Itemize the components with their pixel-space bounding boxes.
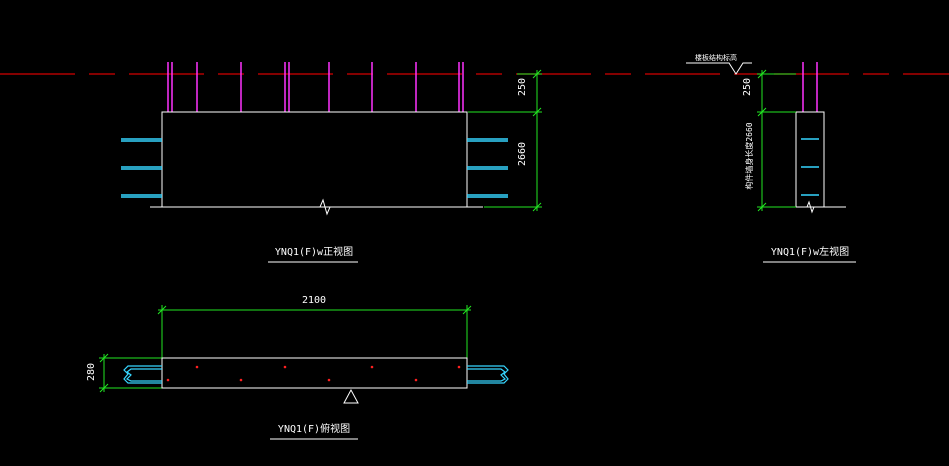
top-view: 2100 280 (86, 295, 509, 440)
front-joints-right (467, 138, 508, 198)
side-joints (801, 138, 819, 196)
side-dimension-vertical (757, 69, 796, 212)
side-view: 楼板结构标高 250 构件墙身长度2660 YNQ1(F)w左视图 (686, 53, 856, 263)
side-dim-height-label: 构件墙身长度2660 (744, 122, 754, 189)
view-direction-triangle (343, 388, 359, 404)
top-dimension-thickness (99, 353, 162, 393)
front-rebars (167, 62, 464, 112)
top-view-title: YNQ1(F)俯视图 (278, 422, 350, 435)
top-joint-right (467, 365, 509, 384)
side-rebars (802, 62, 818, 112)
side-view-title: YNQ1(F)w左视图 (771, 245, 849, 258)
side-base-break-line (784, 200, 846, 214)
front-wall-panel (161, 111, 468, 208)
front-joints-left (121, 138, 162, 198)
side-wall-section (795, 111, 825, 208)
front-dim-height-label: 2660 (517, 142, 528, 166)
top-dimension-horizontal (157, 305, 472, 358)
top-wall-plan (161, 357, 468, 389)
top-joint-left (123, 365, 162, 384)
side-grade-label: 楼板结构标高 (695, 53, 737, 62)
top-dim-thickness-label: 280 (86, 363, 97, 381)
side-grade-symbol (686, 62, 752, 75)
front-dim-top-label: 250 (517, 78, 528, 96)
top-dim-width-label: 2100 (302, 295, 326, 306)
side-dim-top-label: 250 (742, 78, 753, 96)
front-view-title: YNQ1(F)w正视图 (275, 245, 353, 258)
front-view: 250 2660 YNQ1(F)w正视图 (121, 62, 542, 263)
front-base-break-line (150, 198, 483, 216)
front-dimension-vertical (468, 69, 542, 212)
top-rebar-dots (166, 365, 461, 382)
